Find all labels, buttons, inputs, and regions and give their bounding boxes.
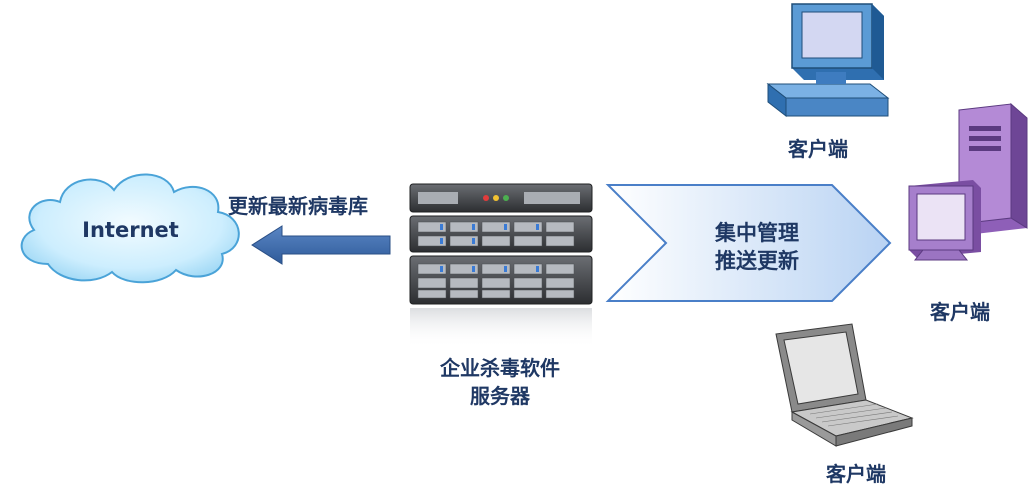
laptop-icon — [775, 323, 914, 447]
cloud-label: Internet — [82, 218, 179, 242]
client-laptop — [766, 322, 916, 452]
push-label: 集中管理 推送更新 — [662, 219, 852, 275]
client-label-2: 客户端 — [930, 300, 990, 324]
client-desktop — [752, 2, 892, 122]
cloud-icon — [20, 173, 240, 284]
server-label-line1: 企业杀毒软件 — [440, 356, 560, 380]
internet-cloud: Internet — [8, 160, 253, 290]
chevron-arrow-icon — [605, 184, 892, 302]
server-rack — [404, 180, 598, 350]
server-icon — [409, 183, 593, 348]
desktop-computer-icon — [766, 3, 890, 118]
update-arrow — [251, 225, 392, 265]
server-label-line2: 服务器 — [470, 384, 530, 408]
push-label-line1: 集中管理 — [715, 221, 799, 245]
client-tower — [905, 100, 1029, 270]
server-label: 企业杀毒软件 服务器 — [400, 354, 600, 410]
client-label-1: 客户端 — [788, 137, 848, 161]
client-label-3: 客户端 — [826, 462, 886, 486]
update-label: 更新最新病毒库 — [228, 194, 368, 218]
left-arrow-icon — [251, 225, 391, 265]
push-label-line2: 推送更新 — [715, 249, 799, 273]
push-arrow: 集中管理 推送更新 — [605, 183, 892, 303]
tower-computer-icon — [908, 102, 1028, 261]
